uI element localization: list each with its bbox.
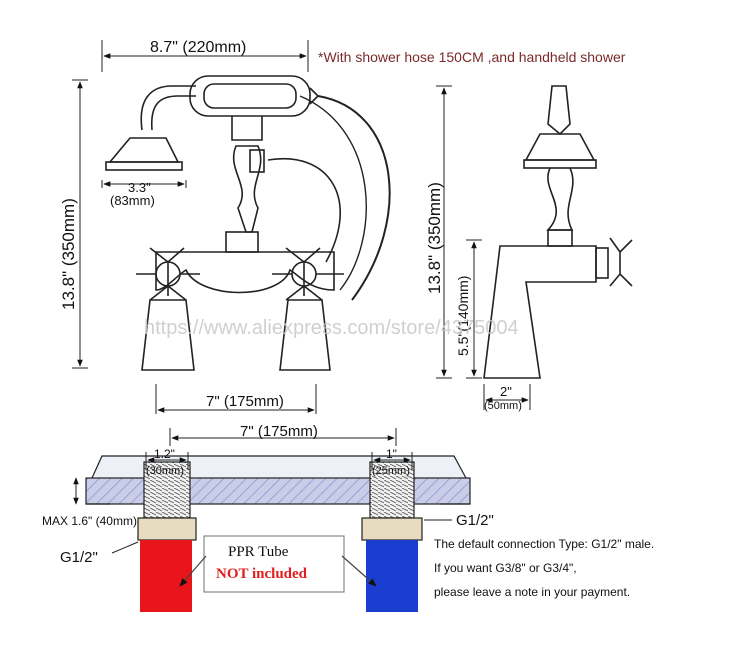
base-width-label: 7" (175mm) xyxy=(206,393,284,410)
left-shank-label: 1.2" xyxy=(154,447,175,461)
base-depth-label: 2" xyxy=(500,384,512,399)
front-height-label: 13.8" (350mm) xyxy=(59,198,78,310)
connection-note-3: please leave a note in your payment. xyxy=(434,585,630,599)
connection-note-2: If you want G3/8" or G3/4", xyxy=(434,561,577,575)
hot-water-pipe xyxy=(140,540,192,612)
side-shower-handle xyxy=(547,85,571,136)
shower-handle xyxy=(189,75,311,117)
right-thread-label: G1/2" xyxy=(456,512,494,529)
ppr-tube-title: PPR Tube xyxy=(228,544,289,560)
head-diameter-label: 3.3" xyxy=(128,180,151,195)
ppr-tube-box xyxy=(203,535,345,593)
shower-hose xyxy=(317,95,391,301)
left-thread-label: G1/2" xyxy=(60,549,98,566)
left-shank-mm: (30mm) xyxy=(146,465,184,477)
right-nut xyxy=(361,517,423,541)
header-note: *With shower hose 150CM ,and handheld sh… xyxy=(318,49,626,65)
side-height-label: 13.8" (350mm) xyxy=(425,182,444,294)
install-detail xyxy=(73,428,471,612)
store-watermark: https://www.aliexpress.com/store/4375004 xyxy=(144,317,519,339)
head-diameter-mm: (83mm) xyxy=(110,193,155,208)
left-leg xyxy=(141,299,195,371)
right-leg xyxy=(279,299,331,371)
ppr-tube-note: NOT included xyxy=(216,566,308,582)
left-shank xyxy=(143,461,191,519)
spout-height-label: 5.5"(140mm) xyxy=(455,276,471,356)
top-width-label: 8.7" (220mm) xyxy=(150,39,246,56)
shower-arm xyxy=(140,85,196,131)
base-depth-mm: (50mm) xyxy=(484,400,522,412)
side-body xyxy=(483,245,597,379)
cold-water-pipe xyxy=(366,540,418,612)
max-thickness-label: MAX 1.6" (40mm) xyxy=(42,514,137,528)
side-shower-head xyxy=(524,133,596,161)
center-distance-label: 7" (175mm) xyxy=(240,423,318,440)
right-shank-mm: (25mm) xyxy=(372,465,410,477)
right-shank-label: 1" xyxy=(386,447,397,461)
shower-head xyxy=(108,137,180,163)
connection-note-1: The default connection Type: G1/2" male. xyxy=(434,537,654,551)
left-nut xyxy=(137,517,197,541)
cradle xyxy=(231,116,263,141)
side-view xyxy=(436,85,633,410)
front-view xyxy=(72,40,391,414)
